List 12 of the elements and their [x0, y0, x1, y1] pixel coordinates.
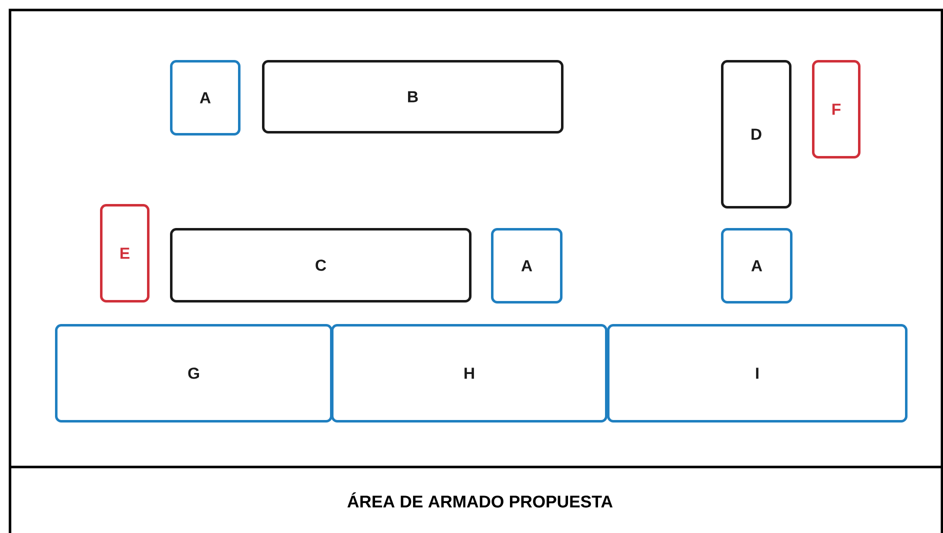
long-box: C: [170, 228, 472, 302]
small-box: A: [721, 228, 792, 304]
small-box: A: [170, 60, 240, 136]
area-box: H: [331, 324, 608, 422]
small-box: A: [491, 228, 562, 304]
narrow-box: F: [812, 60, 860, 158]
narrow-box: E: [100, 204, 150, 302]
area-box: G: [55, 324, 332, 422]
tall-box: D: [721, 60, 792, 208]
area-box: I: [607, 324, 908, 422]
title: ÁREA DE ARMADO PROPUESTA: [347, 492, 613, 508]
long-box: B: [262, 60, 564, 134]
